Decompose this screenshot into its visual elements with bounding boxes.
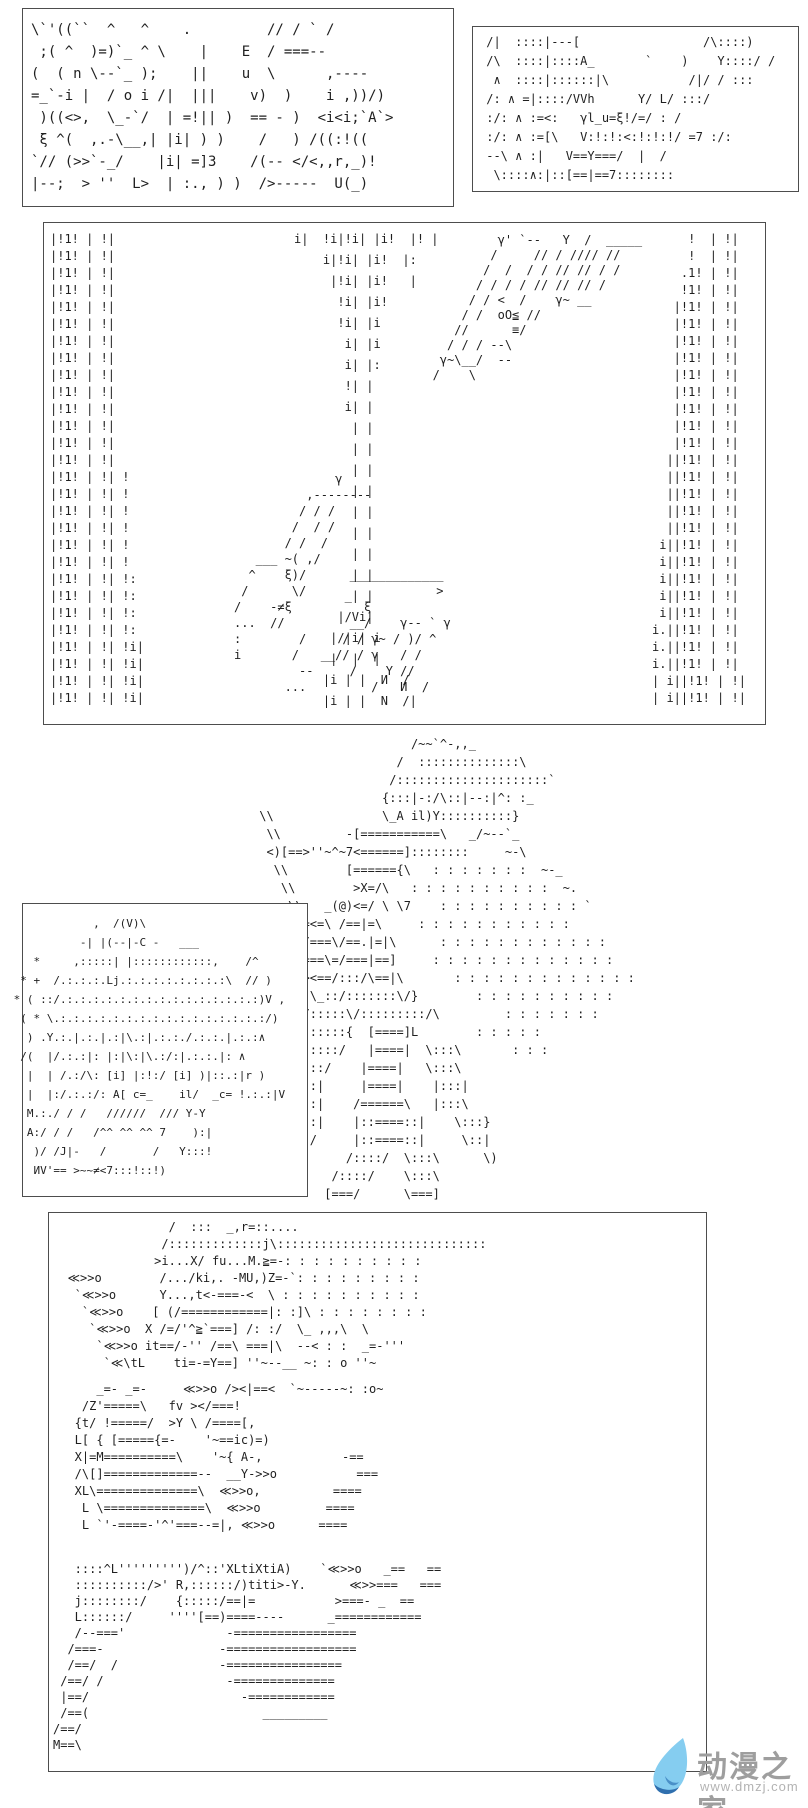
ascii-art-bottom-bottom: ::::^L''''''''')/^::'XLtiXtiA) `≪>>o _==… <box>53 1562 442 1752</box>
panel-main-scene: |!1! | !| |!1! | !| |!1! | !| |!1! | !| … <box>43 222 766 725</box>
ascii-art-top-left: \`'((`` ^ ^ . // / ` / ;( ^ )=)`_ ^ \ | … <box>31 22 394 192</box>
panel-top-right: /| ::::|---[ /\::::) /\ ::::|::::A_ ` ) … <box>472 26 799 192</box>
ascii-art-center-pillars: i| !i|!i| |i! |! | i|!i| |i! |: |!i| |i!… <box>294 232 439 708</box>
panel-bottom-scene: / ::: _,r=::.... /:::::::::::::j\:::::::… <box>48 1212 707 1772</box>
ascii-art-bottom-middle: _=- _=- ≪>>o /><|==< `~-----~: :o~ /Z'==… <box>74 1382 384 1532</box>
ascii-art-top-right: /| ::::|---[ /\::::) /\ ::::|::::A_ ` ) … <box>486 35 776 182</box>
dmzj-leaf-logo-icon <box>653 1738 688 1795</box>
watermark-site-url: www.dmzj.com <box>700 1779 799 1794</box>
panel-side-creature: , /(V)\ -| |(--|-C - ___ * ,:::::| |::::… <box>14 903 308 1197</box>
watermark-site-name: 动漫之家 <box>697 1751 793 1808</box>
ascii-art-center-figure: γ ,-------- / / / / / / / / / ___ ~( ,/ … <box>234 472 451 694</box>
ascii-art-mid-character: /~~`^-,,_ / ::::::::::::::\ /:::::::::::… <box>259 737 635 1201</box>
ascii-art-left-pillars: |!1! | !| |!1! | !| |!1! | !| |!1! | !| … <box>50 232 144 705</box>
ascii-art-right-diagonals: γ' `-- Y / _____ / // / //// // / / / / … <box>432 233 643 382</box>
panel-top-left: \`'((`` ^ ^ . // / ` / ;( ^ )=)`_ ^ \ | … <box>22 8 454 207</box>
ascii-art-side-creature: , /(V)\ -| |(--|-C - ___ * ,:::::| |::::… <box>13 917 286 1177</box>
ascii-art-right-pillars: ! | !| ! | !| .1! | !| !1! | !| |!1! | !… <box>652 232 746 705</box>
ascii-art-bottom-top: / ::: _,r=::.... /:::::::::::::j\:::::::… <box>67 1220 487 1370</box>
